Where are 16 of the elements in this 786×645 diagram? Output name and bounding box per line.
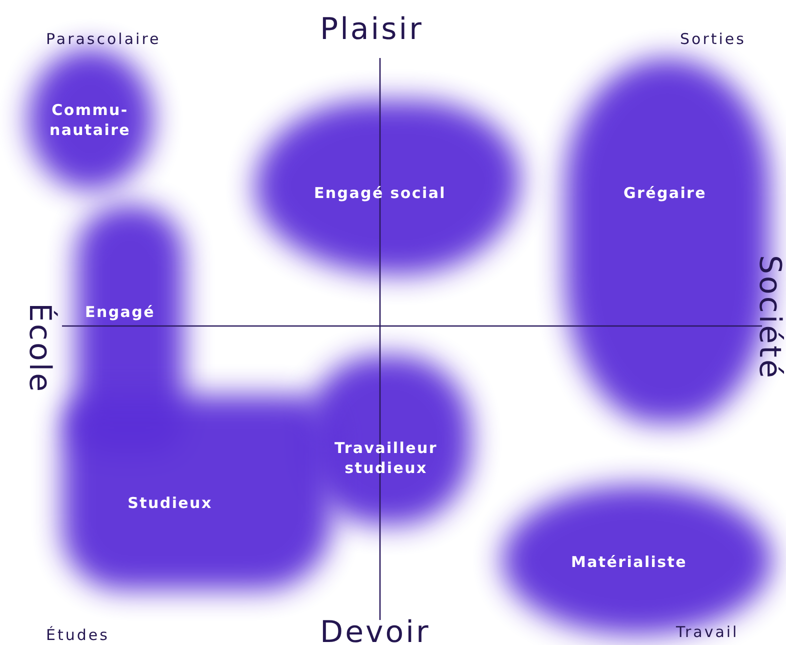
cluster-blob — [28, 48, 153, 190]
cluster-label: Commu-nautaire — [48, 100, 132, 140]
cluster-label: Engagé — [84, 302, 156, 322]
axis-label: Plaisir — [320, 12, 424, 47]
axis-label: Sorties — [680, 30, 746, 48]
cluster-label: Matérialiste — [570, 552, 688, 572]
cluster-label: Grégaire — [622, 182, 708, 204]
cluster-blob — [62, 395, 332, 590]
axis-label: Études — [46, 626, 110, 644]
cluster-label: Studieux — [126, 492, 214, 514]
axis-label: Parascolaire — [46, 30, 161, 48]
axis-label: École — [22, 303, 57, 394]
axis-label: Travail — [676, 623, 739, 641]
cluster-blob — [255, 100, 520, 275]
axis-label: Devoir — [320, 615, 430, 645]
axis-label: Société — [752, 255, 786, 380]
